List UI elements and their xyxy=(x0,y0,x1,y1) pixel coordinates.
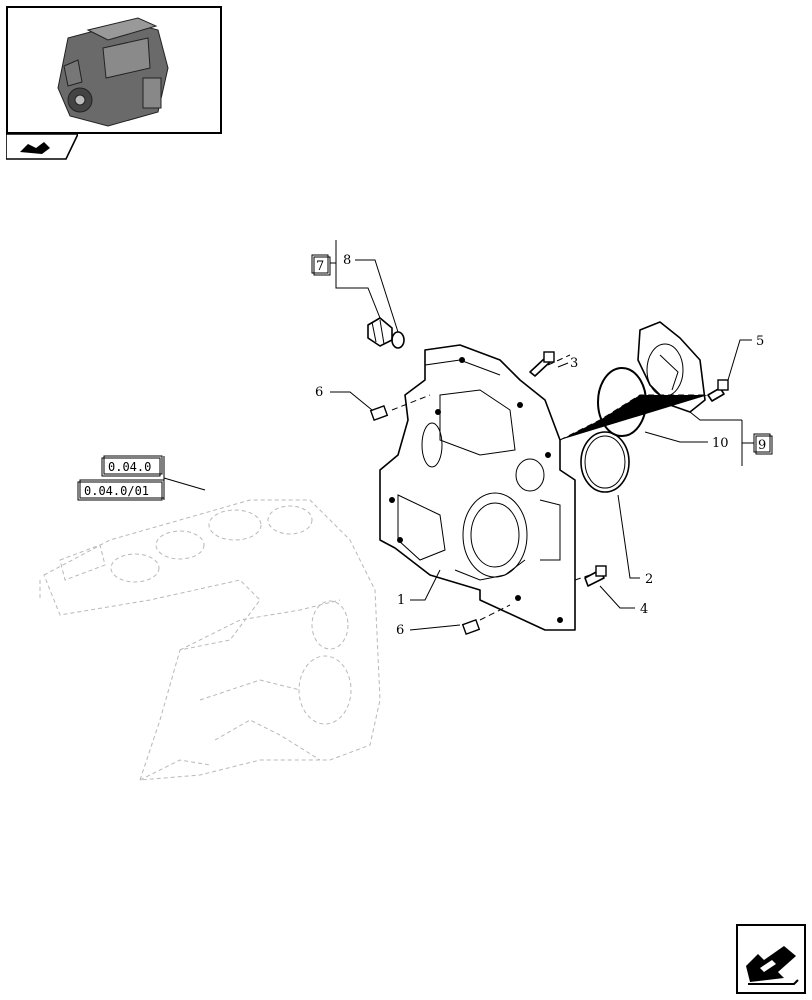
part-4-screw xyxy=(584,565,607,587)
part-8-washer xyxy=(391,331,405,349)
callout-6-bottom[interactable]: 6 xyxy=(396,623,404,638)
callout-9[interactable]: 9 xyxy=(758,438,766,453)
tractor-category-icon xyxy=(5,133,80,160)
reference-box-a[interactable] xyxy=(103,455,163,475)
callout-3[interactable]: 3 xyxy=(570,356,578,371)
reference-text-a[interactable]: 0.04.0 xyxy=(108,460,151,474)
part-2-seal xyxy=(580,431,630,493)
part-1-gear-cover xyxy=(379,344,576,631)
callout-1[interactable]: 1 xyxy=(397,593,405,608)
part-7-plug xyxy=(367,317,393,347)
part-9-pump-cover xyxy=(637,321,706,413)
alignment-lines xyxy=(391,354,708,621)
part-6-dowel-top xyxy=(369,405,389,421)
engine-block-ghost xyxy=(39,499,381,781)
part-3-screw xyxy=(529,351,555,377)
part-5-screw xyxy=(707,379,729,402)
callout-7[interactable]: 7 xyxy=(316,259,324,274)
reference-text-b[interactable]: 0.04.0/01 xyxy=(84,484,149,498)
next-page-arrow-icon xyxy=(746,946,799,985)
callout-8[interactable]: 8 xyxy=(343,253,351,268)
reference-boxes: 0.04.0 0.04.0/01 xyxy=(77,455,206,501)
callout-6-top[interactable]: 6 xyxy=(315,385,323,400)
next-page-button[interactable] xyxy=(736,924,806,994)
engine-thumbnail xyxy=(6,6,222,134)
callout-7-box[interactable] xyxy=(311,254,329,274)
callout-9-box[interactable] xyxy=(753,433,771,453)
callout-2[interactable]: 2 xyxy=(645,572,653,587)
engine-thumbnail-icon xyxy=(57,17,169,127)
callout-10[interactable]: 10 xyxy=(712,436,729,451)
category-tab xyxy=(5,133,80,160)
part-6-dowel-bottom xyxy=(461,619,481,635)
callout-leaders xyxy=(330,240,754,631)
callout-4[interactable]: 4 xyxy=(640,602,648,617)
callout-5[interactable]: 5 xyxy=(756,334,764,349)
